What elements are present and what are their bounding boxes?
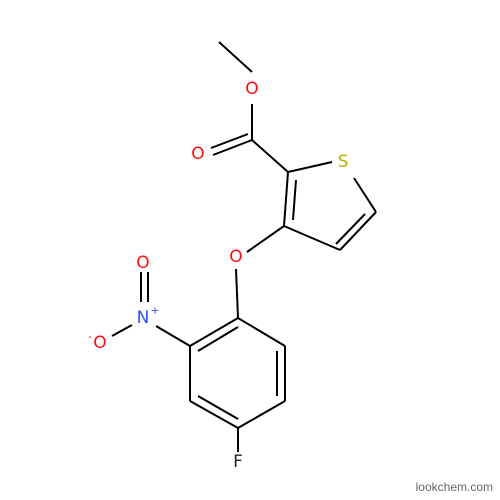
bond-carbonyl-double-b — [210, 133, 249, 149]
bonds — [111, 41, 377, 452]
bond-b1-b2 — [237, 317, 286, 347]
bond-methyl-oxygen — [218, 41, 253, 73]
bond-b4-b5 — [189, 400, 239, 429]
atom-oxygen-nitro-bottom: O — [93, 333, 106, 353]
bond-c3-oxygen — [246, 225, 285, 253]
bond-b6-b1-inner — [197, 326, 239, 352]
atom-oxygen-ester: O — [245, 79, 258, 99]
bond-carbonyl-double-a — [212, 139, 253, 156]
charge-plus: + — [150, 304, 159, 317]
atom-labels: O O S O N + O O - F — [88, 79, 348, 472]
atom-sulfur: S — [338, 152, 349, 172]
bond-b4-b5-inner — [197, 395, 239, 420]
bond-oxygen-benzene — [235, 268, 239, 319]
atom-oxygen-bridge: O — [229, 247, 242, 267]
watermark: lookchem.com — [416, 480, 493, 494]
bond-c2-s — [287, 161, 333, 173]
charge-minus: - — [88, 330, 92, 343]
bond-carbonyl-ring — [251, 139, 289, 173]
bond-benzene-nitrogen — [155, 325, 191, 347]
bond-n-o-single — [111, 324, 133, 337]
bond-c5-c4 — [339, 211, 377, 251]
atom-nitrogen: N — [137, 308, 150, 328]
bond-b3-b4 — [237, 400, 286, 429]
atom-oxygen-carbonyl: O — [191, 144, 204, 164]
bond-c4-c3 — [283, 225, 341, 251]
atom-oxygen-nitro-top: O — [136, 253, 149, 273]
bond-b6-b1 — [189, 317, 239, 347]
atom-fluorine: F — [233, 452, 243, 472]
bond-s-c5 — [353, 177, 377, 213]
bond-c3-c2 — [283, 171, 289, 227]
bond-c3-c2-inner — [292, 179, 297, 221]
bond-c5-c4-inner — [335, 213, 366, 245]
